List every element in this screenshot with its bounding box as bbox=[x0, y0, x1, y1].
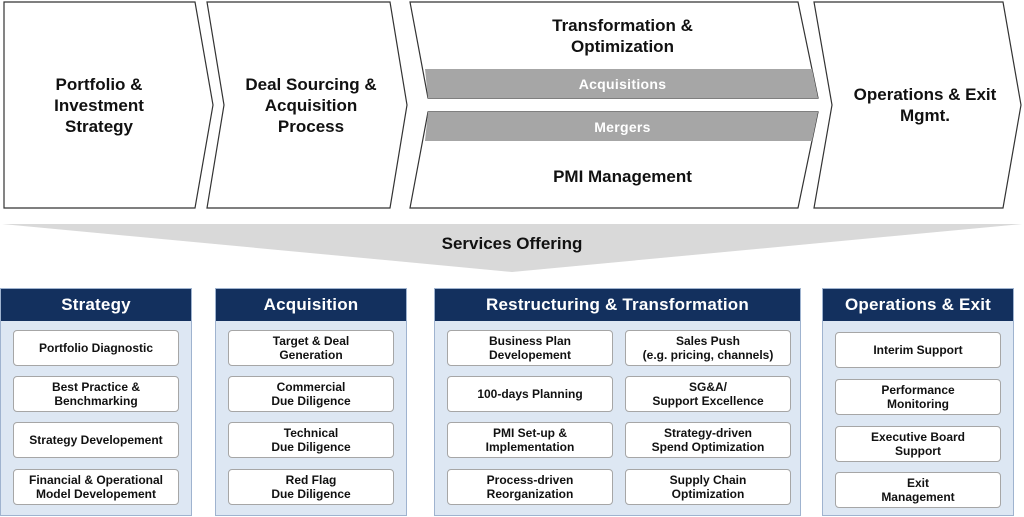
column-acquisition: Acquisition Target & Deal Generation Com… bbox=[215, 288, 407, 516]
column-restructuring: Restructuring & Transformation Business … bbox=[434, 288, 801, 516]
column-strategy: Strategy Portfolio Diagnostic Best Pract… bbox=[0, 288, 192, 516]
band-mergers-label: Mergers bbox=[594, 118, 651, 135]
stage-transformation-label: Transformation & Optimization bbox=[552, 16, 693, 56]
service-spend-optimization: Strategy-driven Spend Optimization bbox=[625, 422, 791, 458]
service-strategy-development: Strategy Developement bbox=[13, 422, 179, 458]
services-offering-title: Services Offering bbox=[441, 234, 583, 253]
service-exit-management: Exit Management bbox=[835, 472, 1001, 508]
service-interim-support: Interim Support bbox=[835, 332, 1001, 368]
service-process-reorganization: Process-driven Reorganization bbox=[447, 469, 613, 505]
service-target-deal-generation: Target & Deal Generation bbox=[228, 330, 394, 366]
band-acquisitions bbox=[425, 69, 818, 98]
service-red-flag-dd: Red Flag Due Diligence bbox=[228, 469, 394, 505]
service-sales-push: Sales Push (e.g. pricing, channels) bbox=[625, 330, 791, 366]
service-technical-dd: Technical Due Diligence bbox=[228, 422, 394, 458]
column-operations-exit: Operations & Exit Interim Support Perfor… bbox=[822, 288, 1014, 516]
band-acquisitions-label: Acquisitions bbox=[578, 75, 667, 92]
stage-chevron-portfolio bbox=[3, 1, 214, 209]
service-pmi-setup: PMI Set-up & Implementation bbox=[447, 422, 613, 458]
service-commercial-dd: Commercial Due Diligence bbox=[228, 376, 394, 412]
stage-portfolio-label: Portfolio & Investment Strategy bbox=[54, 74, 144, 136]
service-100-days-planning: 100-days Planning bbox=[447, 376, 613, 412]
column-operations-exit-header: Operations & Exit bbox=[823, 289, 1013, 321]
service-financial-model: Financial & Operational Model Developeme… bbox=[13, 469, 179, 505]
column-restructuring-header: Restructuring & Transformation bbox=[435, 289, 800, 321]
service-executive-board: Executive Board Support bbox=[835, 426, 1001, 462]
stage-chevron-operations bbox=[813, 1, 1022, 209]
stage-operations-label: Operations & Exit Mgmt. bbox=[853, 85, 997, 125]
stage-deal-sourcing-label: Deal Sourcing & Acquisition Process bbox=[245, 74, 377, 136]
service-sga-support: SG&A/ Support Excellence bbox=[625, 376, 791, 412]
service-portfolio-diagnostic: Portfolio Diagnostic bbox=[13, 330, 179, 366]
stage-pmi-label: PMI Management bbox=[553, 166, 692, 186]
service-best-practice: Best Practice & Benchmarking bbox=[13, 376, 179, 412]
column-strategy-header: Strategy bbox=[1, 289, 191, 321]
service-performance-monitoring: Performance Monitoring bbox=[835, 379, 1001, 415]
column-acquisition-header: Acquisition bbox=[216, 289, 406, 321]
service-business-plan: Business Plan Developement bbox=[447, 330, 613, 366]
stage-chevron-deal-sourcing bbox=[206, 1, 408, 209]
services-funnel bbox=[2, 224, 1022, 272]
service-supply-chain: Supply Chain Optimization bbox=[625, 469, 791, 505]
band-mergers bbox=[425, 112, 818, 141]
